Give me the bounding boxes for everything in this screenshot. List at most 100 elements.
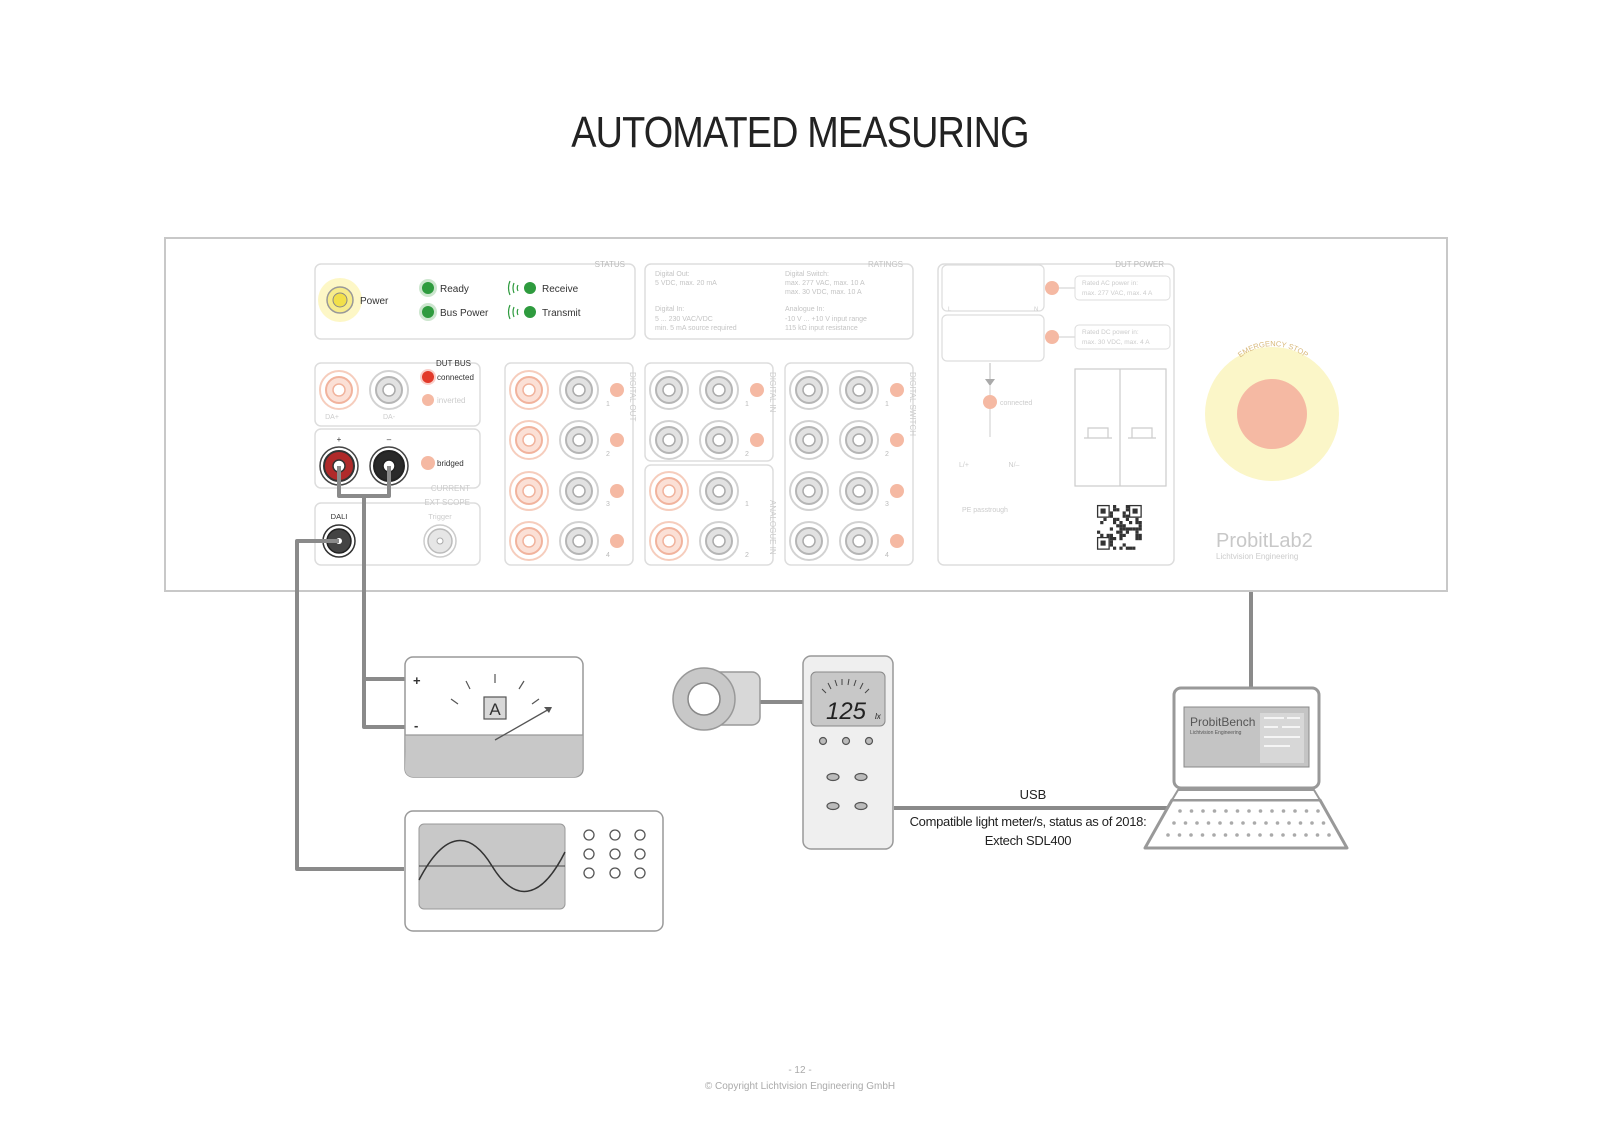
digital-out-jack[interactable] xyxy=(559,420,599,460)
dut-bus-title: DUT BUS xyxy=(436,359,471,368)
digital-switch-jack[interactable] xyxy=(839,521,879,561)
channel-number: 4 xyxy=(606,552,610,559)
dut-inverted-label: inverted xyxy=(437,396,465,405)
n-minus-label: N/– xyxy=(1009,462,1020,469)
transmit-led xyxy=(524,306,536,318)
rating-text: 115 kΩ input resistance xyxy=(785,325,858,332)
bus-power-led xyxy=(422,306,434,318)
oscilloscope xyxy=(404,810,664,932)
channel-led xyxy=(750,433,764,447)
digital-out-jack[interactable] xyxy=(509,521,549,561)
analogue-in-jack[interactable] xyxy=(699,521,739,561)
digital-in-jack[interactable] xyxy=(649,370,689,410)
l-plus-label: L/+ xyxy=(959,462,969,469)
channel-led xyxy=(890,433,904,447)
da-plus-label: DA+ xyxy=(325,414,339,421)
transmit-label: Transmit xyxy=(542,308,581,319)
current-plus-label: + xyxy=(337,435,342,444)
da-minus-jack[interactable] xyxy=(369,370,409,410)
laptop-app-title: ProbitBench xyxy=(1190,715,1255,729)
digital-switch-jack[interactable] xyxy=(789,420,829,460)
digital-out-title: DIGITAL OUT xyxy=(628,372,637,421)
dali-to-scope-cable xyxy=(295,539,404,871)
receive-wave-icon xyxy=(507,280,519,296)
rating-text: 5 ... 230 VAC/VDC xyxy=(655,316,713,323)
channel-number: 3 xyxy=(606,501,610,508)
analogue-in-jack[interactable] xyxy=(649,471,689,511)
channel-number: 1 xyxy=(745,401,749,408)
digital-switch-jack[interactable] xyxy=(839,471,879,511)
digital-in-jack[interactable] xyxy=(699,420,739,460)
channel-led xyxy=(610,433,624,447)
ready-label: Ready xyxy=(440,284,469,295)
rating-text: max. 30 VDC, max. 10 A xyxy=(785,289,862,296)
pe-label: PE passtrough xyxy=(962,507,1008,514)
digital-switch-jack[interactable] xyxy=(789,521,829,561)
digital-switch-jack[interactable] xyxy=(839,370,879,410)
ratings-section: RATINGS Digital Out: 5 VDC, max. 20 mA D… xyxy=(644,260,914,340)
ac-power-led xyxy=(1045,281,1059,295)
digital-out-jack[interactable] xyxy=(509,370,549,410)
ampere-unit-badge xyxy=(483,696,507,720)
ratings-title: RATINGS xyxy=(868,260,903,269)
rating-text: min. 5 mA source required xyxy=(655,325,737,332)
transmit-wave-icon xyxy=(507,304,519,320)
channel-number: 3 xyxy=(885,501,889,508)
connected-led xyxy=(422,371,434,383)
channel-number: 2 xyxy=(745,552,749,559)
lux-meter: 125 lx xyxy=(802,655,894,850)
meter-compat-note: Compatible light meter/s, status as of 2… xyxy=(910,814,1147,829)
digital-out-jack[interactable] xyxy=(509,471,549,511)
ammeter-needle xyxy=(494,707,552,741)
channel-number: 1 xyxy=(885,401,889,408)
dut-power-section: DUT POWER L N Rated AC power in: max. 27… xyxy=(937,260,1175,566)
sensor-lens xyxy=(687,682,721,716)
rating-text: Analogue In: xyxy=(785,306,824,313)
scope-knobs xyxy=(583,829,646,879)
ammeter-unit-label: A xyxy=(489,700,501,719)
scope-waveform xyxy=(418,840,566,892)
current-minus-label: – xyxy=(387,435,392,444)
cables xyxy=(295,466,1253,871)
analogue-in-jack[interactable] xyxy=(649,521,689,561)
digital-out-jack[interactable] xyxy=(559,370,599,410)
rating-text: Digital Switch: xyxy=(785,271,829,278)
light-sensor xyxy=(672,667,761,731)
channel-number: 4 xyxy=(885,552,889,559)
lux-meter-buttons xyxy=(818,736,874,811)
trigger-bnc-jack[interactable] xyxy=(423,524,457,558)
ext-scope-title: EXT SCOPE xyxy=(424,498,470,507)
channel-number: 1 xyxy=(745,501,749,508)
digital-switch-jack[interactable] xyxy=(839,420,879,460)
page-title: AUTOMATED MEASURING xyxy=(571,108,1029,157)
channel-led xyxy=(890,534,904,548)
analogue-in-jack[interactable] xyxy=(699,471,739,511)
channel-number: 2 xyxy=(606,451,610,458)
dut-connected-label: connected xyxy=(437,373,474,382)
ammeter-minus-label: - xyxy=(414,718,418,733)
emergency-stop-button[interactable]: EMERGENCY STOP xyxy=(1205,339,1339,481)
digital-out-jack[interactable] xyxy=(509,420,549,460)
ammeter-plus-label: + xyxy=(413,673,421,688)
n-label: N xyxy=(1034,307,1038,313)
dc-rating-text: max. 30 VDC, max. 4 A xyxy=(1082,339,1150,346)
dut-power-title: DUT POWER xyxy=(1115,260,1164,269)
digital-out-jack[interactable] xyxy=(559,521,599,561)
da-plus-jack[interactable] xyxy=(319,370,359,410)
channel-led xyxy=(890,383,904,397)
rating-text: -10 V ... +10 V input range xyxy=(785,316,867,323)
status-title: STATUS xyxy=(595,260,625,269)
digital-out-jack[interactable] xyxy=(559,471,599,511)
l-label: L xyxy=(948,307,952,313)
rating-text: Digital Out: xyxy=(655,271,690,278)
ac-rating-text: Rated AC power in: xyxy=(1082,280,1138,287)
dc-power-led xyxy=(1045,330,1059,344)
page-number: - 12 - xyxy=(788,1065,812,1076)
digital-in-jack[interactable] xyxy=(649,420,689,460)
digital-switch-jack[interactable] xyxy=(789,370,829,410)
ac-rating-text: max. 277 VAC, max. 4 A xyxy=(1082,290,1153,297)
digital-switch-jack[interactable] xyxy=(789,471,829,511)
digital-in-jack[interactable] xyxy=(699,370,739,410)
channel-led xyxy=(610,383,624,397)
